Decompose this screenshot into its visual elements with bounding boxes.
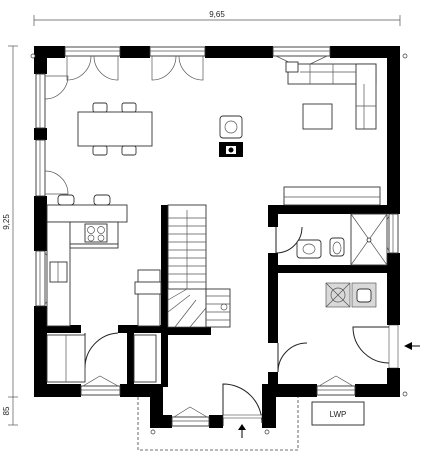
heat-pump-label: LWP [330,410,347,419]
door-bathroom [275,226,303,254]
dining-chairs [92,102,137,156]
dimension-left: 9,25 85 [2,45,18,426]
window-top-1 [64,46,121,81]
dimension-top: 9,65 [33,10,401,26]
sofa [285,61,377,130]
window-left-1 [35,73,69,129]
door-wc [84,332,119,369]
window-left-2 [35,139,69,197]
side-entrance-arrow [404,342,420,350]
side-door [352,324,399,369]
dining-table [77,111,153,147]
bathroom-fixtures [296,213,388,266]
height-dimension-label: 9,25 [2,214,11,230]
entrance-arrow [238,424,246,438]
exterior-walls [34,46,400,428]
coffee-table [302,103,333,130]
window-bottom-2 [316,375,356,396]
offset-dimension-label: 85 [2,406,11,415]
interior-walls [44,205,387,387]
kitchen-counter [46,221,119,327]
corner-markers [30,53,408,435]
entrance-door [222,383,263,426]
width-dimension-label: 9,65 [209,10,225,19]
stove [219,115,243,157]
window-top-2 [149,46,206,81]
fridge-unit [134,269,162,327]
porch-outline [137,397,299,451]
staircase [167,204,231,328]
sideboard [283,186,381,206]
door-utility [277,342,308,373]
dryer [351,282,377,308]
heat-pump: LWP [311,401,365,426]
window-bottom-1 [80,375,121,396]
kitchen-island [46,194,128,223]
wc-fixtures [46,334,157,383]
washing-machine [325,282,351,308]
window-entrance [171,406,210,427]
